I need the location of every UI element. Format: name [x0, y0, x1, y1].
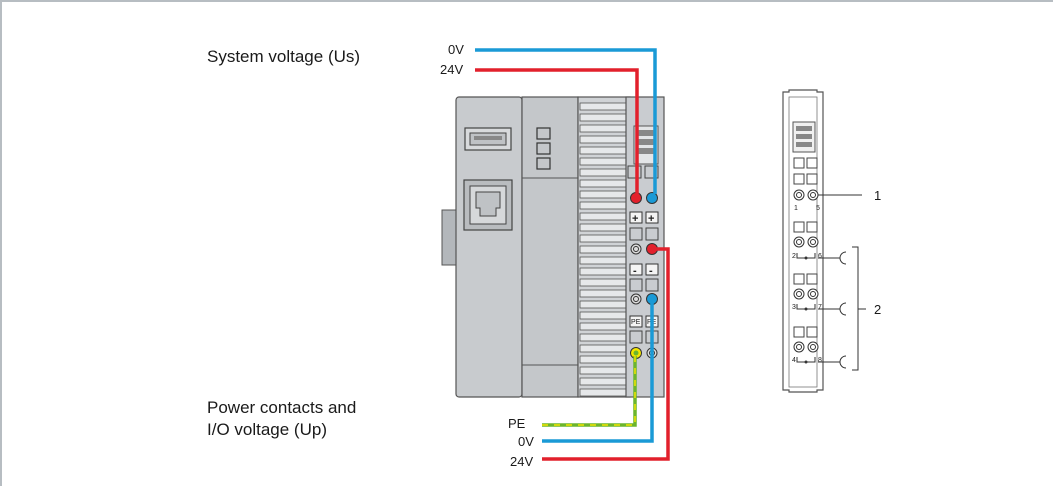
callout-2-bracket: [852, 246, 859, 371]
pe-marker-1: PE: [631, 319, 641, 326]
terminal-stripe: [579, 311, 627, 320]
terminal-stripe: [579, 355, 627, 364]
bottom-0v-label: 0V: [518, 434, 534, 449]
terminal-stripe: [579, 234, 627, 243]
callout-1-label: 1: [874, 188, 881, 203]
terminal-stripe: [579, 212, 627, 221]
terminal-stripe: [579, 366, 627, 375]
terminal-stripe: [579, 157, 627, 166]
bus-coupler: [441, 96, 579, 398]
terminal-stripe: [579, 135, 627, 144]
us-0v-contact: [646, 192, 658, 204]
us-24v-contact: [630, 192, 642, 204]
terminal-number-3: 3: [792, 304, 796, 311]
power-contacts-label-line1: Power contacts and: [207, 398, 356, 417]
terminal-stripe: [579, 168, 627, 177]
wires: [475, 48, 670, 461]
terminal-number-1: 1: [794, 205, 798, 212]
coupler-housing-middle: [521, 96, 579, 398]
led-3-icon: [536, 157, 551, 170]
terminal-stripe: [579, 300, 627, 309]
bottom-pe-label: PE: [508, 416, 526, 431]
callouts: [818, 194, 866, 371]
minus-marker-2: -: [649, 265, 653, 277]
terminal-number-5: 5: [816, 205, 820, 212]
terminal-stripe: [579, 377, 627, 386]
terminal-stripe: [579, 256, 627, 265]
plus-marker-2: +: [648, 213, 654, 225]
terminal-stripe: [579, 190, 627, 199]
terminal-stripe: [579, 289, 627, 298]
terminal-number-2: 2: [792, 253, 796, 260]
bottom-24v-label: 24V: [510, 454, 533, 469]
terminal-stripe: [579, 146, 627, 155]
terminal-front-view: 1 5 2 6 3 7 4 8: [782, 89, 824, 393]
terminal-stripe: [579, 278, 627, 287]
terminal-number-4: 4: [792, 357, 796, 364]
terminal-stripe: [579, 267, 627, 276]
terminal-stripe: [579, 322, 627, 331]
terminal-number-6: 6: [818, 253, 822, 260]
top-24v-label: 24V: [440, 62, 463, 77]
terminal-number-8: 8: [818, 357, 822, 364]
terminal-stripe: [579, 179, 627, 188]
led-2-icon: [536, 142, 551, 155]
wire-bottom-24v: [542, 247, 670, 461]
led-1-icon: [536, 127, 551, 140]
wire-top-0v: [475, 48, 657, 194]
wire-pe-green: [542, 356, 637, 427]
system-voltage-label: System voltage (Us): [207, 47, 360, 66]
terminal-stripe: [579, 344, 627, 353]
top-0v-label: 0V: [448, 42, 464, 57]
wire-top-24v: [475, 68, 639, 194]
terminal-block: + + - - PE PE: [577, 96, 665, 398]
terminal-stripe: [579, 102, 627, 111]
terminal-stripe: [579, 388, 627, 397]
power-contacts-label-line2: I/O voltage (Up): [207, 420, 327, 439]
terminal-stripe: [579, 113, 627, 122]
wire-bottom-0v: [542, 302, 654, 443]
terminal-stripe: [579, 245, 627, 254]
terminal-stripe: [579, 223, 627, 232]
terminal-stripe: [579, 333, 627, 342]
plus-marker-1: +: [632, 213, 638, 225]
terminal-stripe: [579, 124, 627, 133]
callout-2-label: 2: [874, 302, 881, 317]
minus-marker-1: -: [633, 265, 637, 277]
terminal-number-7: 7: [818, 304, 822, 311]
callout-1-contact: [807, 189, 819, 201]
terminal-stripe: [579, 201, 627, 210]
